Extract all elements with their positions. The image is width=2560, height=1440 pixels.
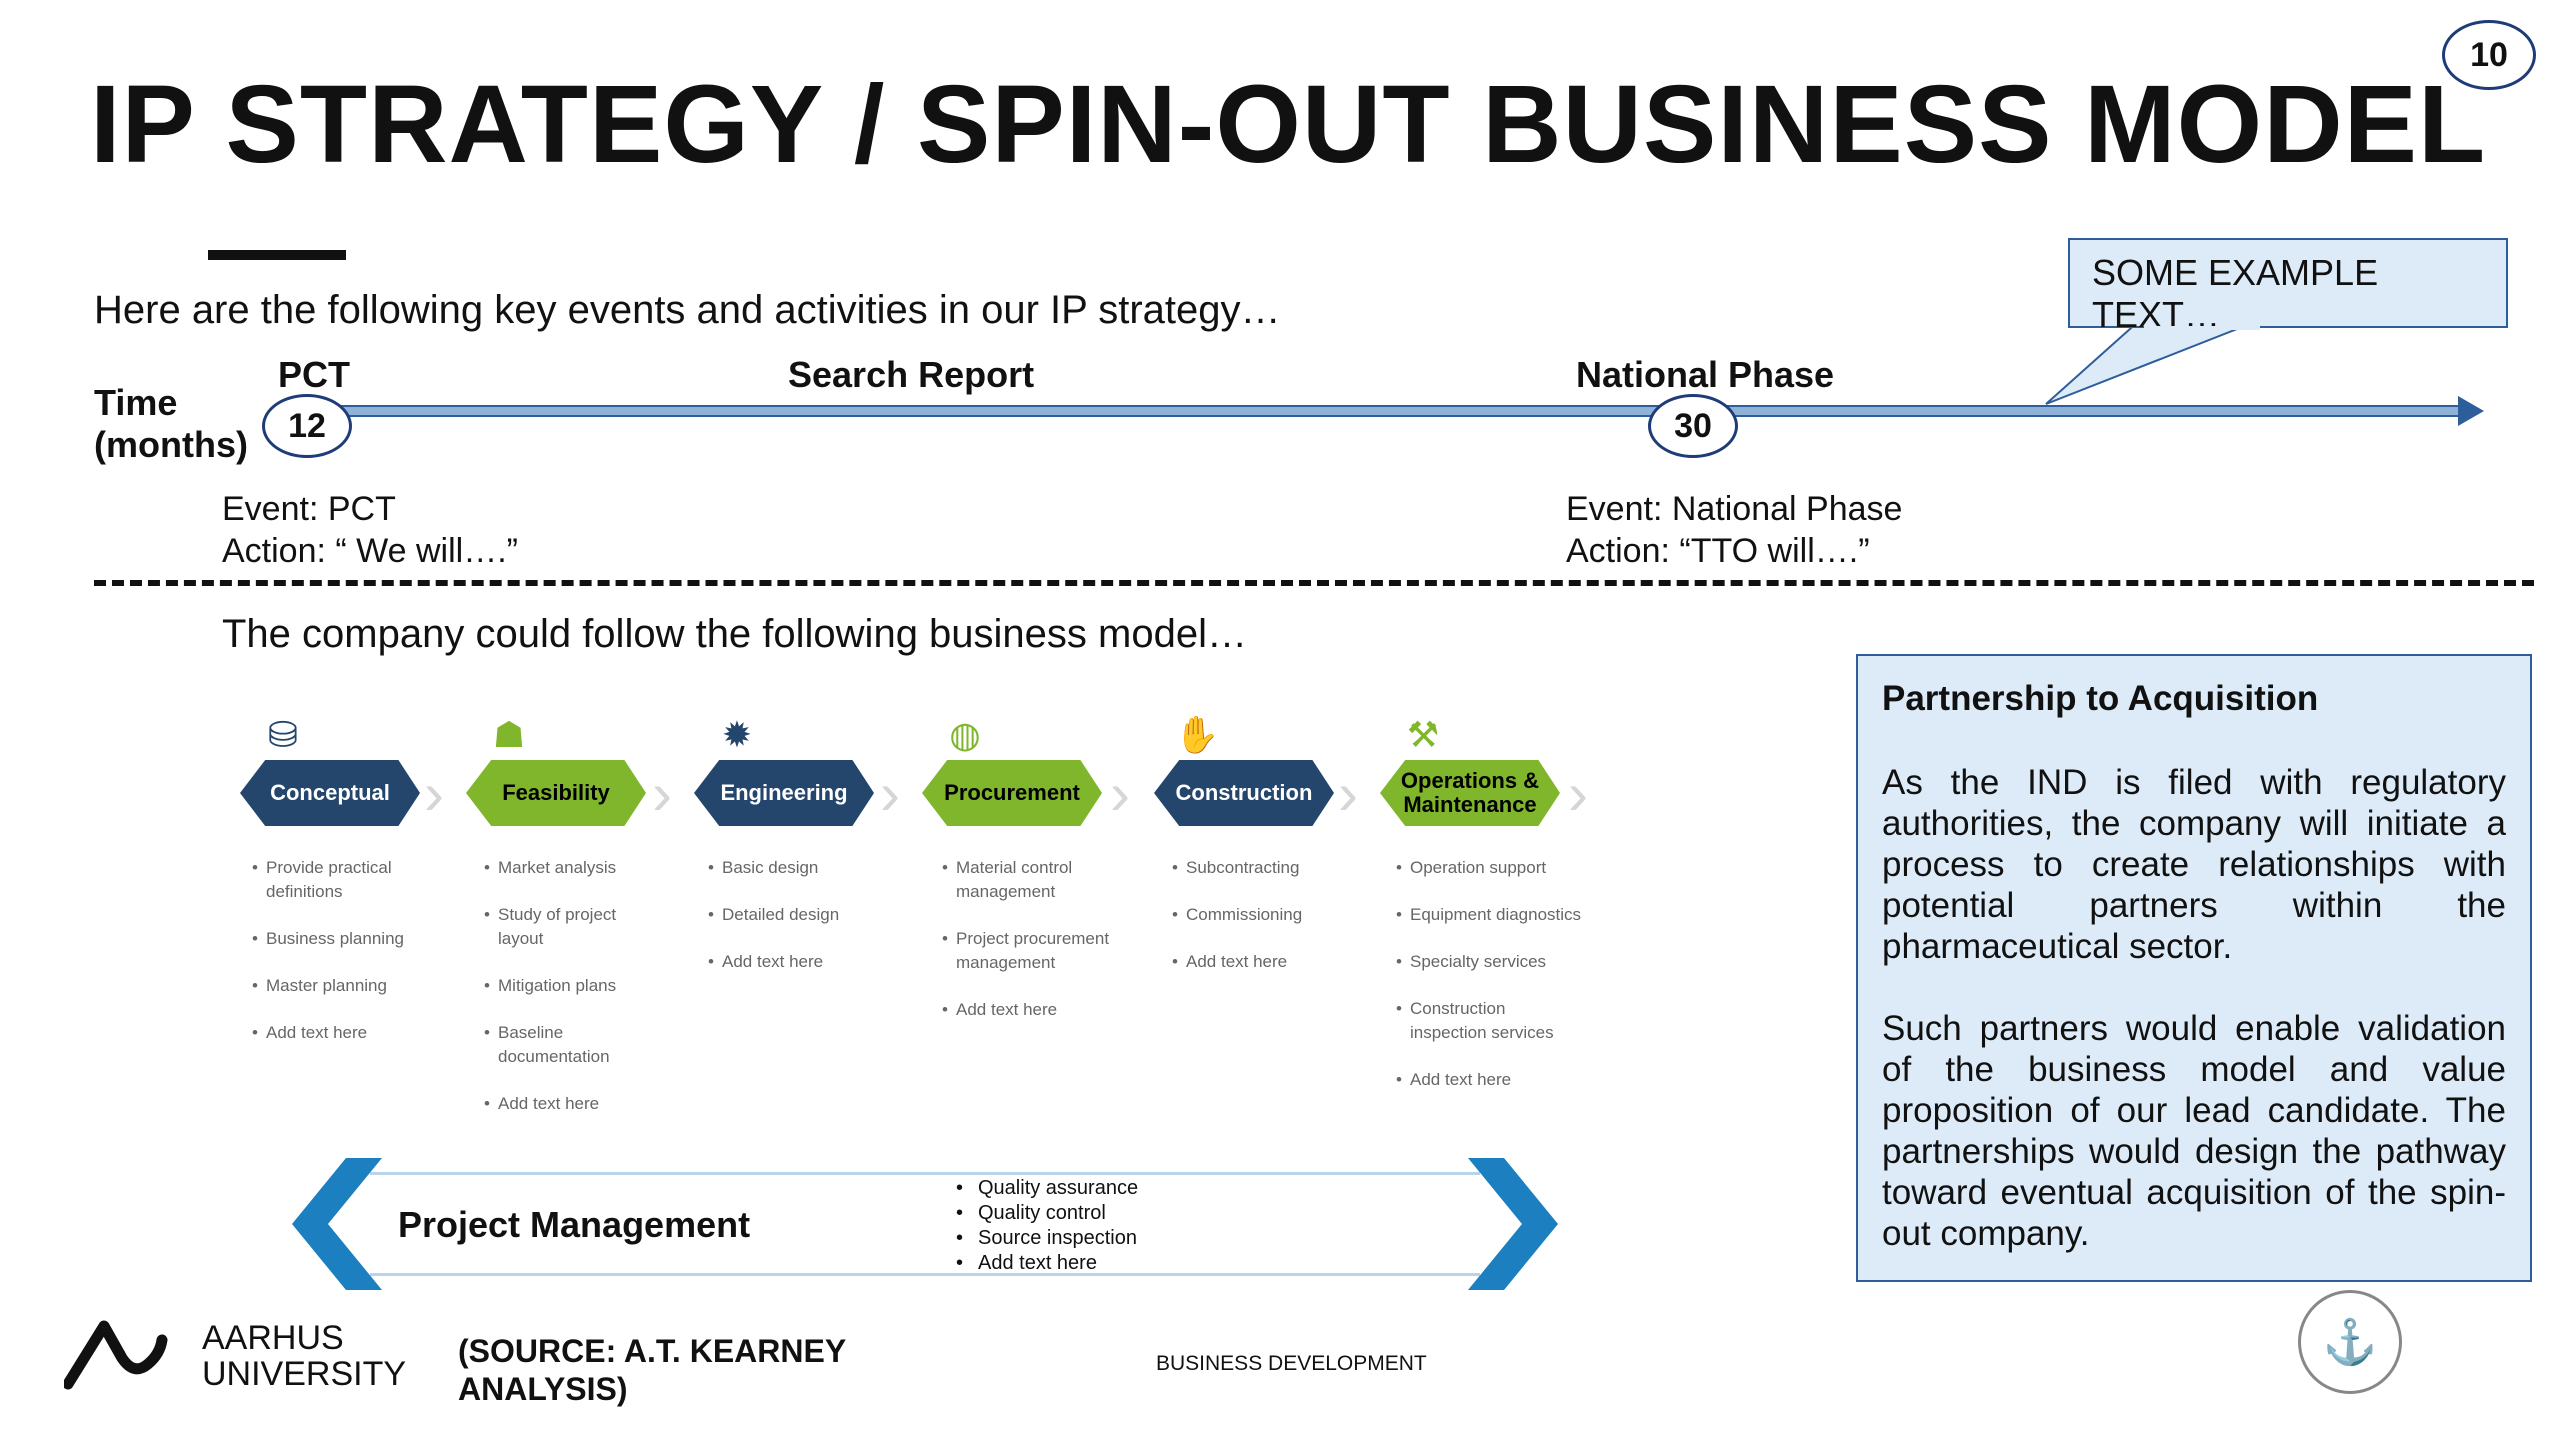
gear-icon: ✹ — [721, 714, 753, 755]
title-underline — [208, 250, 346, 260]
list-item: Business planning — [252, 927, 422, 951]
chevron-right-icon: › — [652, 760, 672, 827]
list-item: Subcontracting — [1172, 856, 1342, 880]
partnership-paragraph-2: Such partners would enable validation of… — [1882, 1009, 2506, 1253]
university-line1: AARHUS — [202, 1319, 344, 1357]
event-national-phase-action: Action: “TTO will….” — [1566, 532, 1870, 570]
event-pct: Event: PCT Action: “ We will….” — [222, 488, 518, 572]
feasibility-list: Market analysis Study of project layout … — [484, 856, 654, 1139]
list-item: Add text here — [708, 950, 878, 974]
event-national-phase-title: Event: National Phase — [1566, 490, 1903, 528]
ip-strategy-intro: Here are the following key events and ac… — [94, 288, 1281, 332]
partnership-box: Partnership to Acquisition As the IND is… — [1856, 654, 2532, 1282]
time-label-line2: (months) — [94, 424, 248, 465]
phase-engineering: Engineering — [694, 760, 874, 826]
source-note: (SOURCE: A.T. KEARNEY ANALYSIS) — [458, 1333, 846, 1407]
team-icon: ☗ — [492, 714, 526, 755]
hand-icon: ✋ — [1174, 714, 1220, 755]
list-item: Master planning — [252, 974, 422, 998]
list-item: Project procurement management — [942, 927, 1122, 975]
phase-procurement: Procurement — [922, 760, 1102, 826]
phase-conceptual: Conceptual — [240, 760, 420, 826]
list-item: Market analysis — [484, 856, 654, 880]
slide-title: IP STRATEGY / SPIN-OUT BUSINESS MODEL — [90, 63, 2487, 186]
list-item: Mitigation plans — [484, 974, 654, 998]
project-management-list: Quality assurance Quality control Source… — [952, 1176, 1138, 1276]
partnership-paragraph-1: As the IND is filed with regulatory auth… — [1882, 763, 2506, 966]
timeline-label-pct: PCT — [278, 354, 350, 395]
globe-icon: ◍ — [949, 714, 981, 755]
list-item: Add text here — [1172, 950, 1342, 974]
tank-icon: ⛁ — [267, 714, 299, 755]
business-model-intro: The company could follow the following b… — [222, 612, 1247, 656]
list-item: Operation support — [1396, 856, 1586, 880]
chevron-right-icon: › — [880, 760, 900, 827]
event-pct-action: Action: “ We will….” — [222, 532, 518, 570]
callout-pointer — [2045, 320, 2261, 405]
operations-list: Operation support Equipment diagnostics … — [1396, 856, 1586, 1115]
list-item: Add text here — [952, 1251, 1138, 1276]
chevron-right-icon: › — [424, 760, 444, 827]
list-item: Add text here — [484, 1092, 654, 1116]
chevron-right-icon: › — [1110, 760, 1130, 827]
list-item: Add text here — [1396, 1068, 1586, 1092]
phase-feasibility: Feasibility — [466, 760, 646, 826]
time-axis-label: Time (months) — [94, 382, 248, 466]
worker-icon: ⚒ — [1406, 714, 1440, 755]
list-item: Baseline documentation — [484, 1021, 654, 1069]
partnership-title: Partnership to Acquisition — [1882, 679, 2319, 718]
project-management-title: Project Management — [398, 1204, 751, 1245]
list-item: Equipment diagnostics — [1396, 903, 1586, 927]
university-name: AARHUS UNIVERSITY — [202, 1320, 406, 1392]
section-divider — [94, 580, 2534, 586]
construction-list: Subcontracting Commissioning Add text he… — [1172, 856, 1342, 997]
list-item: Source inspection — [952, 1226, 1138, 1251]
event-national-phase: Event: National Phase Action: “TTO will…… — [1566, 488, 1902, 572]
list-item: Construction inspection services — [1396, 997, 1586, 1045]
chevron-right-icon — [1468, 1158, 1558, 1290]
timeline-marker-12: 12 — [262, 394, 352, 458]
university-seal-icon: ⚓ — [2298, 1290, 2402, 1394]
list-item: Specialty services — [1396, 950, 1586, 974]
chevron-right-icon: › — [1568, 760, 1588, 827]
conceptual-list: Provide practical definitions Business p… — [252, 856, 422, 1068]
list-item: Commissioning — [1172, 903, 1342, 927]
department-label: BUSINESS DEVELOPMENT — [1156, 1352, 1427, 1375]
university-line2: UNIVERSITY — [202, 1355, 407, 1393]
callout-join — [2144, 326, 2260, 330]
project-management-bar — [370, 1172, 1480, 1276]
chevron-right-icon: › — [1338, 760, 1358, 827]
list-item: Add text here — [252, 1021, 422, 1045]
phase-operations-maintenance: Operations & Maintenance — [1380, 760, 1560, 826]
list-item: Study of project layout — [484, 903, 654, 951]
example-callout: SOME EXAMPLE TEXT… — [2068, 238, 2508, 335]
timeline-arrow — [300, 396, 2484, 426]
event-pct-title: Event: PCT — [222, 490, 396, 528]
aarhus-logo-icon — [64, 1320, 168, 1390]
engineering-list: Basic design Detailed design Add text he… — [708, 856, 878, 997]
list-item: Basic design — [708, 856, 878, 880]
list-item: Material control management — [942, 856, 1122, 904]
list-item: Quality assurance — [952, 1176, 1138, 1201]
timeline-label-national-phase: National Phase — [1576, 354, 1835, 395]
phase-construction: Construction — [1154, 760, 1334, 826]
timeline-marker-30: 30 — [1648, 394, 1738, 458]
time-label-line1: Time — [94, 382, 178, 423]
chevron-left-icon — [292, 1158, 382, 1290]
list-item: Detailed design — [708, 903, 878, 927]
list-item: Add text here — [942, 998, 1122, 1022]
list-item: Quality control — [952, 1201, 1138, 1226]
list-item: Provide practical definitions — [252, 856, 422, 904]
timeline-label-search-report: Search Report — [788, 354, 1035, 395]
procurement-list: Material control management Project proc… — [942, 856, 1122, 1045]
page-number: 10 — [2442, 20, 2536, 90]
